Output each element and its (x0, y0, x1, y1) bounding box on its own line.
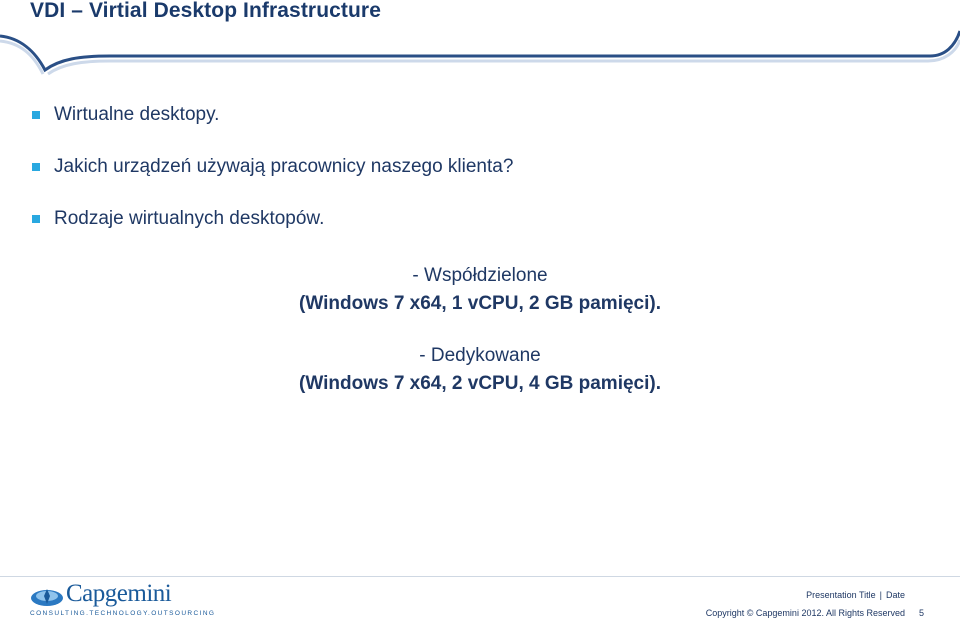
desktop-type-spec: (Windows 7 x64, 1 vCPU, 2 GB pamięci). (299, 293, 661, 314)
presentation-date: Date (885, 590, 905, 600)
bullet-list: Wirtualne desktopy. Jakich urządzeń używ… (30, 102, 930, 258)
footer-divider (0, 576, 960, 577)
desktop-type-spec: (Windows 7 x64, 2 vCPU, 4 GB pamięci). (299, 373, 661, 394)
bullet-text: Wirtualne desktopy. (54, 104, 220, 125)
logo-tagline: CONSULTING.TECHNOLOGY.OUTSOURCING (30, 610, 216, 617)
bullet-square-icon (32, 163, 40, 171)
desktop-type-name: - Dedykowane (419, 345, 541, 366)
bullet-square-icon (32, 215, 40, 223)
spade-logo-icon (31, 589, 63, 606)
list-item: Jakich urządzeń używają pracownicy nasze… (30, 154, 930, 180)
capgemini-logo: Capgemini CONSULTING.TECHNOLOGY.OUTSOURC… (30, 580, 214, 620)
bullet-text: Jakich urządzeń używają pracownicy nasze… (54, 156, 514, 177)
bullet-text: Rodzaje wirtualnych desktopów. (54, 208, 325, 229)
list-item: Rodzaje wirtualnych desktopów. (30, 206, 930, 232)
page-number: 5 (919, 608, 925, 618)
desktop-type-name: - Współdzielone (412, 265, 548, 286)
header-curve (0, 30, 960, 76)
slide-title: VDI – Virtial Desktop Infrastructure (30, 0, 381, 22)
presentation-title: Presentation Title (806, 590, 876, 600)
logo-wordmark: Capgemini (66, 580, 172, 607)
bullet-square-icon (32, 111, 40, 119)
desktop-type-dedicated: - Dedykowane (Windows 7 x64, 2 vCPU, 4 G… (150, 342, 810, 398)
list-item: Wirtualne desktopy. (30, 102, 930, 128)
footer-presentation-info: Presentation Title|Date (806, 590, 905, 600)
copyright-text: Copyright © Capgemini 2012. All Rights R… (705, 608, 905, 618)
desktop-type-shared: - Współdzielone (Windows 7 x64, 1 vCPU, … (150, 262, 810, 318)
